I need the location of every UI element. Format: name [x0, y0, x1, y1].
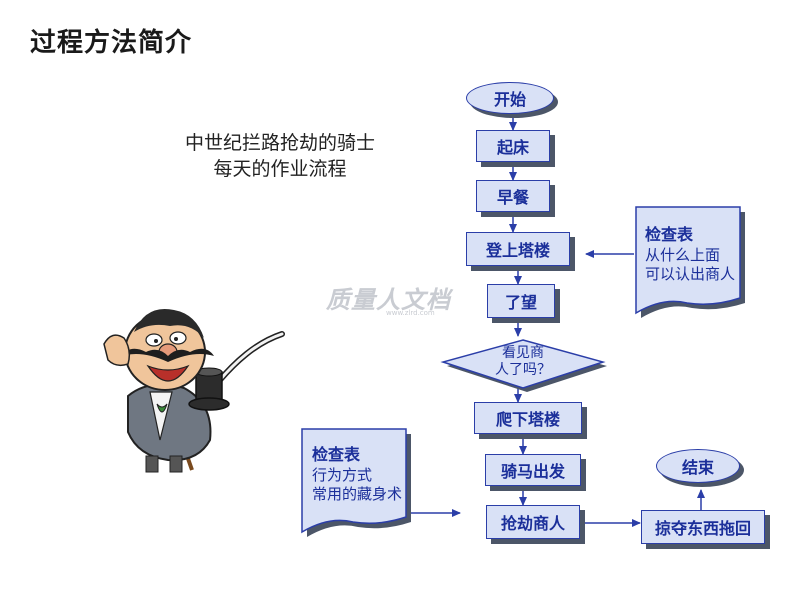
- diagram-subtitle-line2: 每天的作业流程: [213, 158, 347, 180]
- note-right-shape: [635, 206, 741, 315]
- decision-label-line2: 人了吗？: [495, 362, 551, 378]
- note-right-line1: 从什么上面: [645, 246, 721, 264]
- node-breakfast: 早餐: [476, 180, 550, 212]
- node-watch: 了望: [487, 284, 555, 318]
- watermark-brand: 质量人文档: [326, 286, 451, 314]
- node-start: 开始: [466, 82, 554, 114]
- note-left-heading: 检查表: [312, 445, 361, 464]
- watermark-url: www.zlrd.com: [386, 309, 435, 317]
- node-get-up: 起床: [476, 130, 550, 162]
- node-ride-out: 骑马出发: [485, 454, 581, 486]
- diagram-subtitle-line1: 中世纪拦路抢劫的骑士: [184, 132, 375, 154]
- decision-diamond: [440, 339, 606, 389]
- note-right-line2: 可以认出商人: [645, 265, 736, 283]
- node-descend-tower: 爬下塔楼: [474, 402, 582, 434]
- note-left-line1: 行为方式: [312, 466, 373, 484]
- page-title: 过程方法简介: [30, 28, 193, 58]
- note-left-line2: 常用的藏身术: [312, 485, 403, 503]
- node-climb-tower: 登上塔楼: [466, 232, 570, 266]
- node-loot-home: 掠夺东西拖回: [641, 510, 765, 544]
- note-left-shape: [301, 428, 407, 534]
- note-right-heading: 检查表: [645, 225, 694, 244]
- node-rob-merchant: 抢劫商人: [486, 505, 580, 539]
- knight-illustration: [103, 308, 285, 473]
- note-right-text: 检查表 从什么上面 可以认出商人: [645, 224, 735, 284]
- note-left-text: 检查表 行为方式 常用的藏身术: [312, 444, 402, 504]
- node-end: 结束: [656, 449, 740, 483]
- decision-label-line1: 看见商: [502, 345, 544, 361]
